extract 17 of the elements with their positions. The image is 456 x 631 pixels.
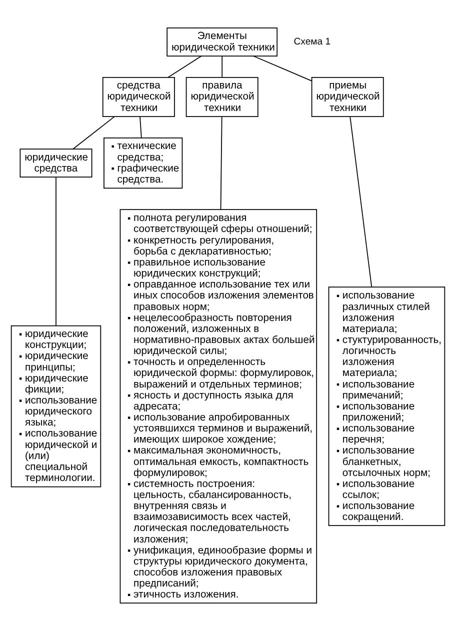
connector bbox=[253, 56, 312, 82]
node-box: юридические средства bbox=[20, 148, 92, 178]
connector bbox=[140, 116, 142, 138]
node-box: юридические конструкции; юридические принципы; юридические фикции; использование юридического языка; использование юридической и (или) специальной терминологии. bbox=[10, 325, 102, 488]
connector bbox=[222, 56, 223, 78]
node-box: использование различных стилей изложения материала; стуктурированность, логичность изложения материала; использование примечаний; использование приложений; использование перечня; использование бланкетных, отсылочных норм; использование ссылок; использование сокращений. bbox=[328, 286, 446, 526]
node-box: приемы юридической техники bbox=[311, 76, 384, 117]
connector bbox=[72, 116, 115, 150]
connector bbox=[220, 116, 222, 210]
label: Схема 1 bbox=[294, 36, 331, 48]
node-box: правила юридической техники bbox=[186, 76, 258, 117]
connector bbox=[168, 56, 202, 78]
connector bbox=[350, 116, 372, 288]
node-box: полнота регулирования соответствующей сферы отношений; конкретность регулирования, борьба с декларативностью; правильное использование юридических конструкций; оправданное использование тех или иных способов изложения элементов правовых норм; нецелесообразность повторения положений, изложенных в нормативно-правовых актах большей юридической силы; точность и определенность юридической формы: формулировок, выражений и отдельных терминов; ясность и доступность языка для адресата; использование апробированных устоявшихся терминов и выражений, имеющих широкое хождение; максимальная экономичность, оптимальная емкость, компактность формулировок; системность построения: цельность, сбалансированность, внутренняя связь и взаимозависимость всех частей, логическая последовательность изложения; унификация, единообразие формы и структуры юридического документа, способов изложения правовых предписаний; этичность изложения. bbox=[120, 209, 318, 604]
node-box: технические средства; графические средства. bbox=[104, 138, 183, 189]
node-box: средства юридической техники bbox=[102, 76, 175, 117]
node-box: Элементы юридической техники bbox=[166, 28, 278, 56]
